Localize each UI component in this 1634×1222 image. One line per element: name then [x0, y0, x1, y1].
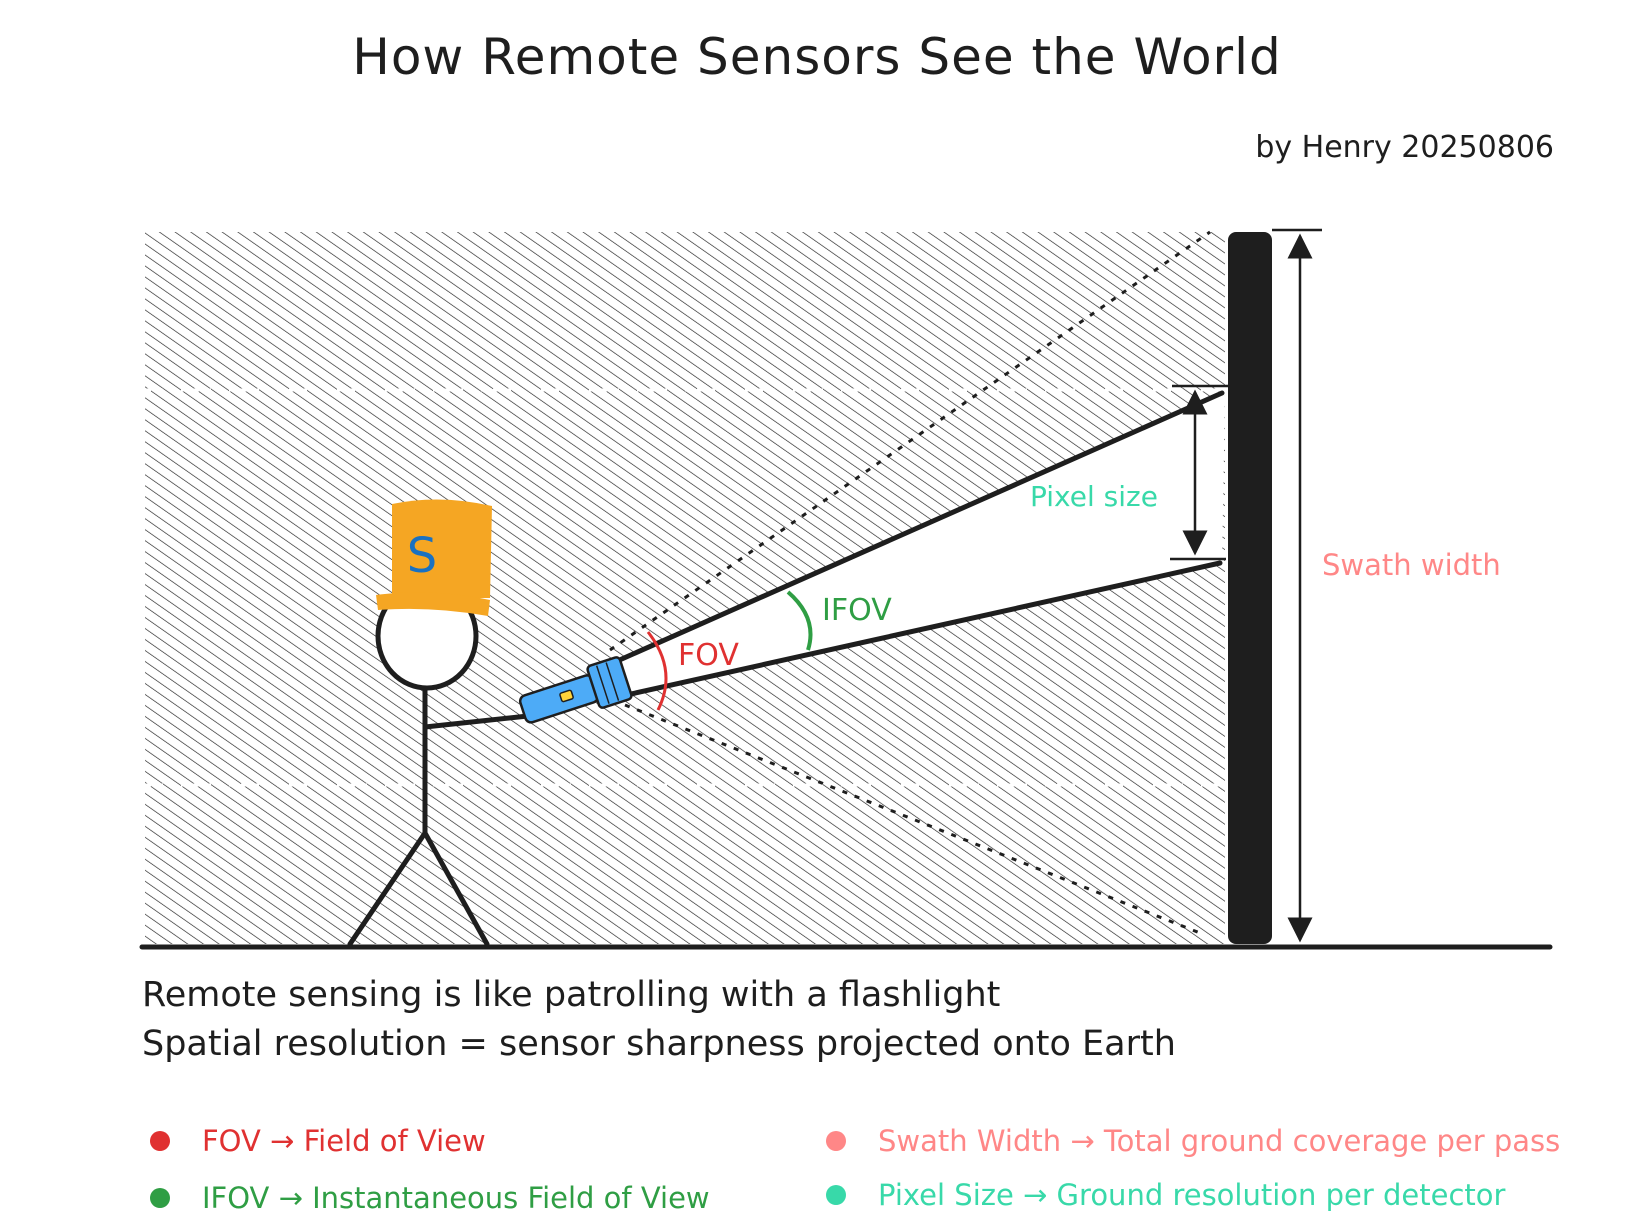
- legend-item-ifov: IFOV → Instantaneous Field of View: [150, 1181, 710, 1215]
- hat: [376, 499, 492, 616]
- legend-item-swath-width: Swath Width → Total ground coverage per …: [826, 1124, 1560, 1158]
- legend-text-swath-width: Swath Width → Total ground coverage per …: [878, 1124, 1561, 1158]
- legend-text-pixel-size: Pixel Size → Ground resolution per detec…: [878, 1178, 1506, 1212]
- pixel-size-label: Pixel size: [1030, 480, 1158, 513]
- fov-label: FOV: [678, 638, 739, 673]
- caption-line-1: Remote sensing is like patrolling with a…: [142, 975, 1001, 1015]
- legend-text-fov: FOV → Field of View: [202, 1124, 486, 1158]
- byline: by Henry 20250806: [1255, 130, 1554, 165]
- swath-width-dimension: [1272, 228, 1322, 943]
- legend-dot-swath-width: [826, 1131, 846, 1151]
- legend-item-pixel-size: Pixel Size → Ground resolution per detec…: [826, 1178, 1505, 1212]
- flashlight-icon: [518, 656, 633, 724]
- legend-dot-pixel-size: [826, 1185, 846, 1205]
- ifov-beam: [615, 392, 1225, 695]
- legend-text-ifov: IFOV → Instantaneous Field of View: [202, 1181, 710, 1215]
- swath-width-label: Swath width: [1322, 548, 1501, 582]
- ifov-beam-edges: [612, 390, 1225, 699]
- wall: [1228, 232, 1272, 944]
- caption-line-2: Spatial resolution = sensor sharpness pr…: [142, 1024, 1176, 1064]
- ifov-arc: [786, 590, 813, 651]
- ifov-label: IFOV: [822, 593, 892, 628]
- diagram-title: How Remote Sensors See the World: [352, 28, 1282, 86]
- legend-dot-fov: [150, 1131, 170, 1151]
- hat-letter: S: [407, 528, 437, 584]
- fov-dotted-boundary: [609, 230, 1211, 937]
- legend-item-fov: FOV → Field of View: [150, 1124, 486, 1158]
- pixel-size-dimension: [1170, 384, 1228, 561]
- fov-arc: [646, 631, 668, 711]
- legend-dot-ifov: [150, 1188, 170, 1208]
